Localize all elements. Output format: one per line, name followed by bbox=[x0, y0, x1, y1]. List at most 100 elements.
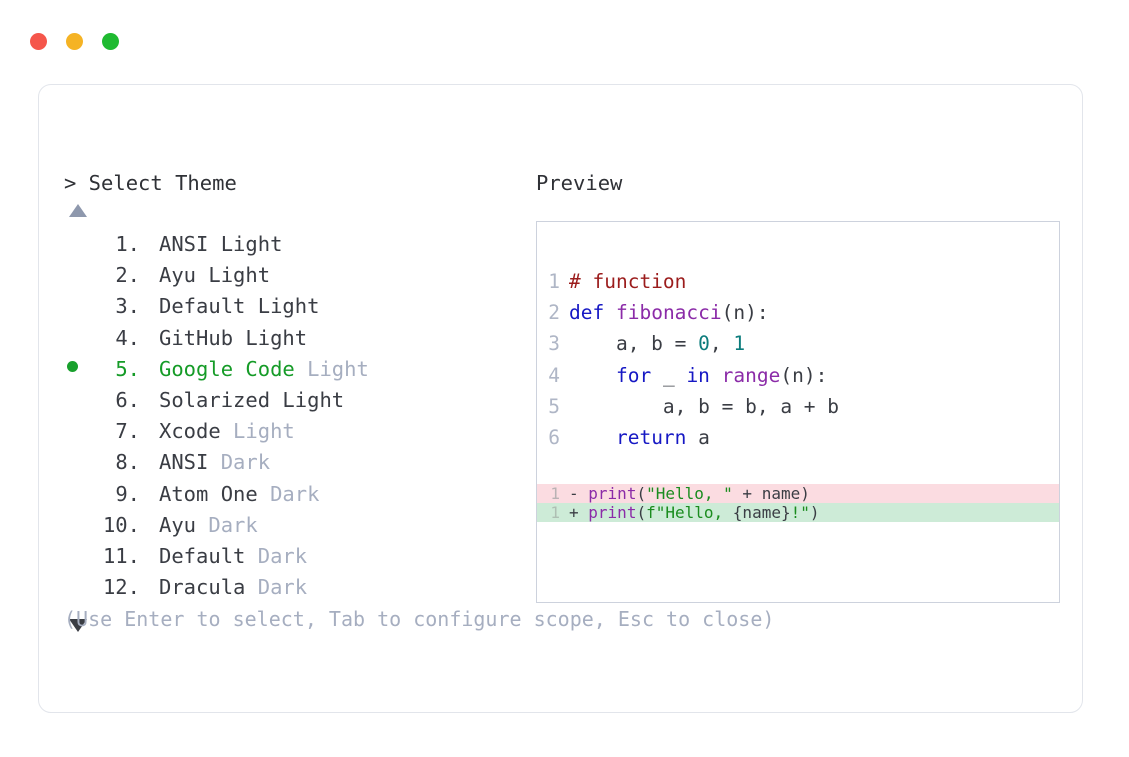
code-token: !" bbox=[790, 503, 810, 523]
code-token: for bbox=[615, 363, 652, 387]
line-number: 4 bbox=[548, 363, 560, 387]
theme-item-variant: Light bbox=[294, 356, 369, 381]
theme-list-item[interactable]: 8. ANSI Dark bbox=[64, 447, 534, 478]
code-line: 1# function bbox=[537, 266, 1059, 297]
diff-line-number: 1 bbox=[550, 503, 560, 523]
code-token: {name} bbox=[732, 503, 791, 523]
code-token bbox=[604, 301, 616, 324]
theme-list-item[interactable]: 1. ANSI Light bbox=[64, 229, 534, 260]
theme-item-spacer bbox=[140, 354, 159, 385]
code-line: 3 a, b = 0, 1 bbox=[537, 328, 1059, 359]
code-line: 2 def fibonacci(n): bbox=[537, 297, 1059, 328]
diff-line-content: print("Hello, " + name) bbox=[588, 484, 810, 503]
line-number: 3 bbox=[548, 332, 560, 356]
theme-item-number: 2. bbox=[115, 263, 140, 288]
preview-label: Preview bbox=[536, 171, 623, 195]
theme-item-spacer bbox=[140, 541, 159, 572]
code-token: range bbox=[721, 363, 781, 387]
code-token: in bbox=[686, 363, 710, 387]
theme-item-number: 4. bbox=[115, 325, 140, 350]
theme-item-spacer bbox=[140, 510, 159, 541]
scroll-up-icon[interactable] bbox=[69, 204, 87, 217]
theme-list-item[interactable]: 4. GitHub Light bbox=[64, 323, 534, 354]
code-line: 4 for _ in range(n): bbox=[537, 360, 1059, 391]
diff-sign: - bbox=[569, 484, 579, 504]
theme-item-name: GitHub Light bbox=[159, 325, 308, 350]
diff-sample: 1- print("Hello, " + name)1+ print(f"Hel… bbox=[537, 484, 1059, 523]
code-line-content: return a bbox=[569, 422, 710, 453]
code-line-content: a, b = 0, 1 bbox=[569, 328, 745, 359]
code-token: print bbox=[588, 503, 637, 523]
selected-bullet-icon bbox=[64, 354, 94, 385]
theme-item-variant: Light bbox=[220, 419, 295, 444]
diff-removed-line: 1- print("Hello, " + name) bbox=[537, 484, 1059, 504]
code-line: 6 return a bbox=[537, 422, 1059, 453]
selected-dot-icon bbox=[67, 360, 78, 372]
diff-spacer bbox=[579, 484, 589, 503]
code-token: _ bbox=[651, 363, 687, 387]
theme-item-name: Atom One bbox=[159, 481, 258, 506]
line-number: 2 bbox=[548, 301, 560, 325]
diff-line-content: print(f"Hello, {name}!") bbox=[588, 503, 819, 522]
theme-item-name: Xcode bbox=[159, 419, 221, 444]
theme-item-spacer bbox=[140, 291, 159, 322]
theme-list-item[interactable]: 2. Ayu Light bbox=[64, 260, 534, 291]
code-line-content: a, b = b, a + b bbox=[569, 391, 839, 422]
theme-item-number: 12. bbox=[102, 575, 140, 600]
code-token: a bbox=[686, 426, 710, 450]
theme-item-spacer bbox=[140, 260, 159, 291]
code-spacer bbox=[537, 453, 1059, 484]
keyboard-hint: (Use Enter to select, Tab to configure s… bbox=[64, 607, 775, 631]
code-token: (n): bbox=[721, 301, 769, 325]
code-line-content: for _ in range(n): bbox=[569, 360, 827, 391]
code-line: 5 a, b = b, a + b bbox=[537, 391, 1059, 422]
theme-item-spacer bbox=[140, 416, 159, 447]
close-window-button[interactable] bbox=[30, 33, 47, 50]
theme-list-item[interactable]: 6. Solarized Light bbox=[64, 385, 534, 416]
theme-item-number: 11. bbox=[102, 544, 140, 569]
code-token: return bbox=[615, 426, 687, 450]
code-token: # function bbox=[569, 270, 687, 293]
theme-list-item[interactable]: 5. Google Code Light bbox=[64, 354, 534, 385]
code-line-content: # function bbox=[569, 266, 686, 297]
code-token: , bbox=[709, 332, 734, 356]
theme-item-name: Default Light bbox=[159, 294, 320, 319]
theme-item-number: 10. bbox=[102, 512, 140, 537]
scroll-down-icon[interactable] bbox=[69, 619, 87, 633]
diff-spacer bbox=[579, 503, 589, 522]
code-token: 0 bbox=[698, 332, 710, 356]
code-token: fibonacci bbox=[615, 301, 722, 325]
theme-item-number: 3. bbox=[115, 294, 140, 319]
theme-list-item[interactable]: 11. Default Dark bbox=[64, 541, 534, 572]
code-token bbox=[710, 364, 722, 387]
theme-list-item[interactable]: 10. Ayu Dark bbox=[64, 510, 534, 541]
minimize-window-button[interactable] bbox=[66, 33, 83, 50]
code-token: (n): bbox=[780, 363, 828, 387]
code-token: + name) bbox=[732, 484, 810, 504]
code-line-content: def fibonacci(n): bbox=[569, 297, 769, 328]
code-token: print bbox=[588, 484, 637, 504]
window-controls bbox=[30, 33, 119, 50]
theme-list-item[interactable]: 12. Dracula Dark bbox=[64, 572, 534, 603]
code-token: a, b = b, a + b bbox=[569, 394, 840, 418]
theme-item-spacer bbox=[140, 385, 159, 416]
theme-item-name: Dracula bbox=[159, 575, 246, 600]
theme-list-item[interactable]: 7. Xcode Light bbox=[64, 416, 534, 447]
theme-item-name: ANSI Light bbox=[159, 232, 283, 256]
theme-item-number: 5. bbox=[115, 356, 140, 381]
theme-item-number: 7. bbox=[115, 419, 140, 444]
theme-item-number: 8. bbox=[115, 450, 140, 475]
theme-list-item[interactable]: 3. Default Light bbox=[64, 291, 534, 322]
maximize-window-button[interactable] bbox=[102, 33, 119, 50]
theme-item-spacer bbox=[140, 323, 159, 354]
theme-item-name: Ayu Light bbox=[159, 263, 271, 288]
theme-item-name: ANSI bbox=[159, 450, 209, 475]
theme-list-item[interactable]: 9. Atom One Dark bbox=[64, 479, 534, 510]
